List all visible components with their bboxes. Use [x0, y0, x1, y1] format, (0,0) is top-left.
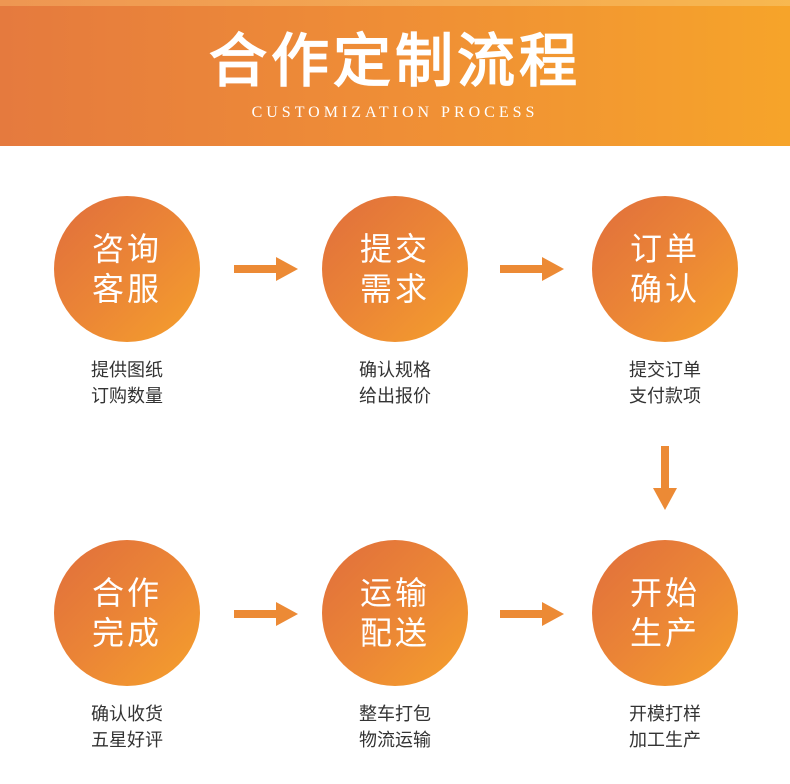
arrow-down-icon	[653, 446, 677, 510]
step-title-line2: 需求	[359, 270, 430, 308]
header-banner: 合作定制流程 CUSTOMIZATION PROCESS	[0, 0, 790, 146]
step-complete-circle: 合作完成	[54, 540, 200, 686]
step-desc-line2: 加工生产	[629, 730, 701, 751]
arrow-right-icon	[234, 257, 298, 281]
step-production-circle: 开始生产	[592, 540, 738, 686]
step-desc-line1: 整车打包	[359, 704, 431, 725]
step-title-line1: 提交	[359, 230, 430, 268]
step-title-line1: 运输	[359, 574, 430, 612]
step-title-line2: 客服	[91, 270, 162, 308]
step-production-caption: 开模打样 加工生产	[592, 702, 738, 754]
step-desc-line2: 物流运输	[359, 730, 431, 751]
step-shipping-circle: 运输配送	[322, 540, 468, 686]
step-consult-circle: 咨询客服	[54, 196, 200, 342]
step-complete-caption: 确认收货 五星好评	[54, 702, 200, 754]
arrow-right-icon	[500, 257, 564, 281]
page-title: 合作定制流程	[208, 27, 581, 95]
step-title-line1: 开始	[629, 574, 700, 612]
step-order-circle: 订单确认	[592, 196, 738, 342]
step-title-line2: 配送	[359, 614, 430, 652]
step-title-line2: 确认	[629, 270, 700, 308]
step-desc-line2: 五星好评	[91, 730, 163, 751]
step-desc-line1: 提交订单	[629, 360, 701, 381]
arrow-right-icon	[500, 602, 564, 626]
step-submit-caption: 确认规格 给出报价	[322, 358, 468, 410]
step-submit-circle: 提交需求	[322, 196, 468, 342]
page-subtitle: CUSTOMIZATION PROCESS	[251, 104, 539, 121]
step-desc-line1: 确认规格	[359, 360, 431, 381]
step-desc-line2: 支付款项	[629, 386, 701, 407]
step-desc-line1: 开模打样	[629, 704, 701, 725]
step-title-line1: 订单	[629, 230, 700, 268]
step-desc-line1: 提供图纸	[91, 360, 163, 381]
step-desc-line1: 确认收货	[91, 704, 163, 725]
arrow-right-icon	[234, 602, 298, 626]
step-title-line2: 生产	[629, 614, 700, 652]
banner-highlight	[0, 0, 790, 6]
step-title-line2: 完成	[91, 614, 162, 652]
step-order-caption: 提交订单 支付款项	[592, 358, 738, 410]
step-title-line1: 咨询	[91, 230, 162, 268]
step-consult-caption: 提供图纸 订购数量	[54, 358, 200, 410]
step-shipping-caption: 整车打包 物流运输	[322, 702, 468, 754]
step-desc-line2: 给出报价	[359, 386, 431, 407]
step-title-line1: 合作	[91, 574, 162, 612]
step-desc-line2: 订购数量	[91, 386, 163, 407]
